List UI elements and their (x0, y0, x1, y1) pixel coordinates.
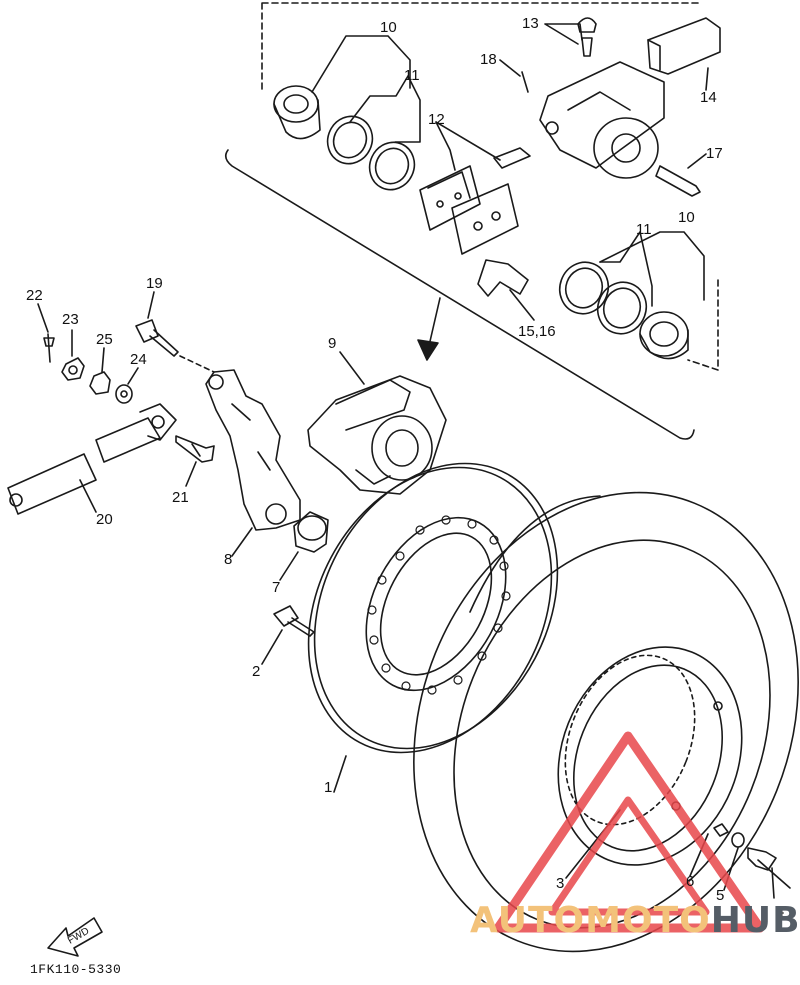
callout-8: 8 (224, 551, 233, 568)
bleed-screw (577, 17, 597, 57)
callout-11-lower: 11 (636, 221, 652, 238)
wheel-tire (413, 491, 799, 953)
bolt-4 (747, 847, 791, 889)
seal-upper-1 (326, 115, 374, 165)
spring-pin (521, 71, 529, 93)
callout-15-16: 15,16 (518, 323, 556, 340)
pad-cover (647, 17, 721, 75)
bolt-19 (135, 319, 179, 357)
brake-disc (307, 462, 559, 754)
collar (293, 511, 329, 553)
callout-14: 14 (700, 89, 717, 106)
cotter-pin (43, 333, 55, 363)
callout-18: 18 (480, 51, 497, 68)
callout-10-upper: 10 (380, 19, 397, 36)
callout-5: 5 (716, 887, 725, 904)
torque-rod (7, 403, 177, 515)
callout-17: 17 (706, 145, 723, 162)
seal-upper-2 (368, 141, 416, 191)
callout-9: 9 (328, 335, 337, 352)
callout-4: 4 (776, 903, 785, 920)
callout-6: 6 (686, 873, 695, 890)
washer-24 (115, 384, 133, 404)
washer-6 (713, 823, 729, 837)
callout-2: 2 (252, 663, 261, 680)
callout-24: 24 (130, 351, 147, 368)
callout-25: 25 (96, 331, 113, 348)
callout-11-upper: 11 (404, 67, 420, 84)
watermark-text: AUTOMOTOHUB (470, 900, 800, 941)
disc-holes (367, 515, 511, 695)
bolt-21 (175, 435, 215, 463)
caliper-assembly (307, 375, 447, 495)
callout-13: 13 (522, 15, 539, 32)
bolt-2 (273, 605, 315, 637)
watermark-part-3: HUB (710, 900, 800, 941)
callout-10-lower: 10 (678, 209, 695, 226)
exploded-view-border (224, 149, 695, 440)
seal-lower-2 (596, 281, 648, 335)
callout-1: 1 (324, 779, 333, 796)
caliper-bracket (205, 369, 301, 531)
watermark-triangle-icon (493, 731, 765, 933)
callout-7: 7 (272, 579, 281, 596)
callout-23: 23 (62, 311, 79, 328)
brake-pad-1 (419, 165, 481, 231)
washer-5 (731, 832, 745, 848)
watermark-part-2: MOTO (585, 900, 711, 941)
callout-12: 12 (428, 111, 445, 128)
seal-lower-1 (558, 261, 610, 315)
callout-19: 19 (146, 275, 163, 292)
fwd-label: FWD (66, 926, 91, 947)
caliper-bolt-upper (655, 165, 701, 197)
pad-clip (493, 147, 531, 169)
exploded-arrow-head (417, 339, 439, 361)
pad-spring (477, 259, 529, 297)
exploded-view-frame (261, 2, 701, 91)
callout-21: 21 (172, 489, 189, 506)
piston-upper (273, 85, 321, 140)
brake-pad-2 (451, 183, 519, 255)
piston-lower (639, 311, 689, 360)
caliper-body-upper (539, 61, 665, 179)
callout-20: 20 (96, 511, 113, 528)
callout-3: 3 (556, 875, 565, 892)
nut-23 (61, 357, 85, 381)
callout-22: 22 (26, 287, 43, 304)
forward-arrow-icon (47, 917, 103, 957)
nut-25 (89, 371, 111, 395)
watermark-part-1: AUTO (470, 900, 586, 941)
drawing-code: 1FK110-5330 (30, 962, 122, 977)
